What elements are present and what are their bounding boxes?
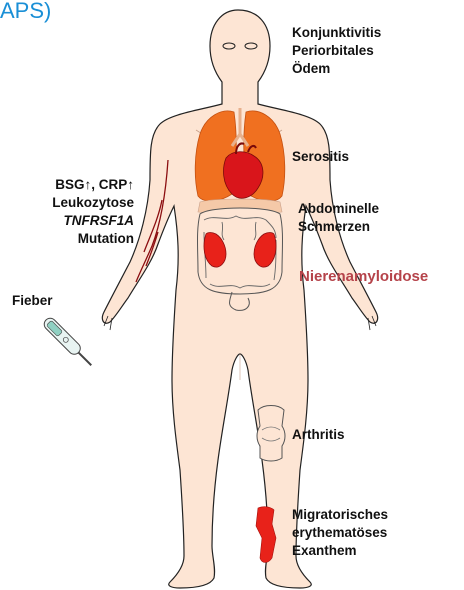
label-serositis: Serositis [292,148,349,166]
label-lab: BSG↑, CRP↑ Leukozytose TNFRSF1A Mutation [22,176,134,248]
label-eyes-line2: Periorbitales [292,42,381,60]
label-eyes: Konjunktivitis Periorbitales Ödem [292,24,381,78]
body-silhouette [102,10,377,588]
label-kidney: Nierenamyloidose [299,268,428,286]
leg-rash [256,507,276,563]
label-abdominal: Abdominelle Schmerzen [298,200,379,236]
label-abdominal-line1: Abdominelle [298,200,379,218]
label-rash-line3: Exanthem [292,542,388,560]
label-eyes-line3: Ödem [292,60,381,78]
label-abdominal-line2: Schmerzen [298,218,379,236]
label-arthritis: Arthritis [292,426,345,444]
knee-joint [257,406,285,462]
label-fever: Fieber [12,292,53,310]
thermometer-icon [42,316,96,370]
label-eyes-line1: Konjunktivitis [292,24,381,42]
label-rash-line1: Migratorisches [292,506,388,524]
label-rash-line2: erythematöses [292,524,388,542]
label-rash: Migratorisches erythematöses Exanthem [292,506,388,560]
label-lab-line4: Mutation [22,230,134,248]
label-lab-line1: BSG↑, CRP↑ [22,176,134,194]
label-lab-gene: TNFRSF1A [22,212,134,230]
label-lab-line2: Leukozytose [22,194,134,212]
